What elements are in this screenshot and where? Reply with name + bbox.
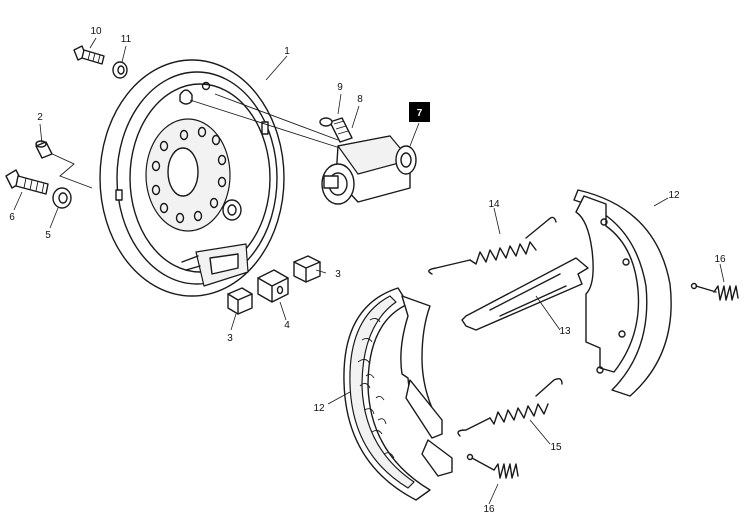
backing-plate-bolt-holes: [151, 126, 227, 224]
backing-plate: [99, 59, 285, 297]
hold-down-spring-16-lower: [466, 453, 519, 479]
wheel-cylinder: [321, 135, 417, 205]
callout-7-box: [409, 102, 430, 122]
callout-leader-lines: [13, 37, 725, 505]
bolt-6: [5, 169, 49, 195]
callout-9: 9: [337, 82, 343, 93]
callout-3-lower: 3: [227, 333, 233, 344]
block-3-lower: [227, 287, 253, 315]
return-spring-14: [428, 216, 557, 275]
brake-shoe-left: [343, 287, 453, 501]
callout-12-right: 12: [668, 190, 680, 201]
washer-11: [112, 61, 128, 79]
clip-4: [257, 269, 289, 303]
callout-6: 6: [9, 212, 15, 223]
callout-15: 15: [550, 442, 562, 453]
bleed-nipple-8: [329, 117, 353, 143]
callout-5: 5: [45, 230, 51, 241]
callout-7: 7: [417, 108, 423, 119]
washer-5: [52, 187, 72, 209]
bolt-10: [73, 45, 105, 65]
callout-16-right: 16: [714, 254, 726, 265]
callout-12-left: 12: [313, 403, 325, 414]
return-spring-15: [457, 377, 563, 437]
brake-shoe-right: [573, 189, 672, 397]
callout-10: 10: [90, 26, 102, 37]
dust-cap-9: [319, 117, 333, 127]
callout-3-upper: 3: [335, 269, 341, 280]
adjuster-strut-13: [461, 257, 589, 331]
callout-13: 13: [559, 326, 571, 337]
callout-16-lower: 16: [483, 504, 495, 515]
callout-8: 8: [357, 94, 363, 105]
callout-1: 1: [284, 46, 290, 57]
callout-11: 11: [121, 34, 132, 45]
callout-labels: 1 2 10 11 6 5 9 8 7 3 3 4 12 12 13 14 15…: [9, 26, 726, 515]
callout-4: 4: [284, 320, 290, 331]
hold-down-spring-16-right: [690, 282, 739, 301]
bleed-screw-2: [35, 140, 53, 159]
callout-2: 2: [37, 112, 43, 123]
block-3-upper: [293, 255, 321, 283]
callout-14: 14: [488, 199, 500, 210]
